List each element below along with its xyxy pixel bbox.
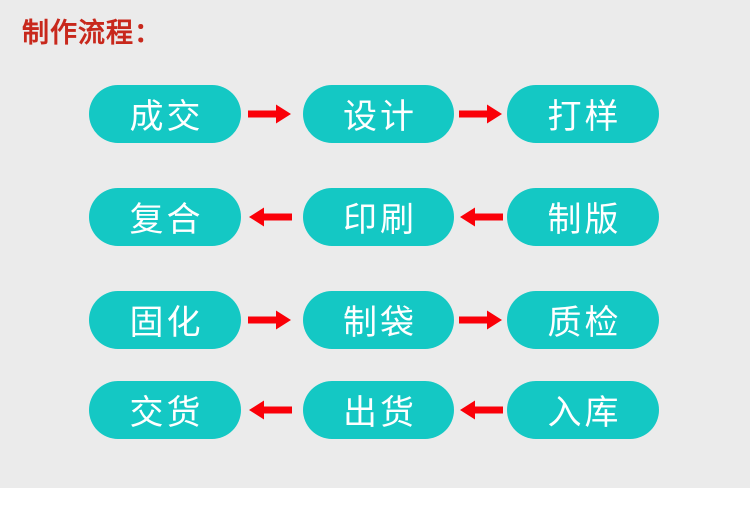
process-step-label: 打样 [547, 96, 622, 137]
process-step-box[interactable]: 印刷 [303, 188, 454, 246]
process-step-box[interactable]: 入库 [507, 381, 659, 439]
flow-row: 交货 出货 入库 [0, 381, 750, 439]
arrow-right-icon [244, 291, 296, 349]
process-step-label: 质检 [547, 302, 622, 343]
arrow-right-icon [455, 85, 507, 143]
arrow-right-icon [455, 291, 507, 349]
arrow-left-icon [455, 381, 507, 439]
process-step-box[interactable]: 设计 [303, 85, 454, 143]
process-step-box[interactable]: 复合 [89, 188, 241, 246]
process-step-label: 设计 [343, 96, 417, 137]
page-title: 制作流程： [22, 18, 162, 49]
arrow-left-icon [244, 381, 296, 439]
process-step-label: 出货 [343, 392, 417, 433]
process-step-box[interactable]: 制袋 [303, 291, 454, 349]
process-step-box[interactable]: 交货 [89, 381, 241, 439]
process-step-label: 固化 [129, 302, 204, 343]
process-step-box[interactable]: 打样 [507, 85, 659, 143]
process-step-label: 复合 [129, 199, 204, 240]
flow-row: 成交 设计 打样 [0, 85, 750, 143]
process-step-label: 制袋 [343, 302, 417, 343]
arrow-left-icon [244, 188, 296, 246]
process-step-box[interactable]: 成交 [89, 85, 241, 143]
arrow-left-icon [455, 188, 507, 246]
process-step-label: 入库 [547, 392, 622, 433]
process-step-label: 交货 [129, 392, 204, 433]
flow-row: 复合 印刷 制版 [0, 188, 750, 246]
process-step-box[interactable]: 固化 [89, 291, 241, 349]
process-step-label: 成交 [129, 96, 204, 137]
process-step-label: 印刷 [343, 199, 417, 240]
arrow-right-icon [244, 85, 296, 143]
process-step-box[interactable]: 出货 [303, 381, 454, 439]
process-step-box[interactable]: 制版 [507, 188, 659, 246]
process-step-label: 制版 [547, 199, 622, 240]
flow-row: 固化 制袋 质检 [0, 291, 750, 349]
process-step-box[interactable]: 质检 [507, 291, 659, 349]
